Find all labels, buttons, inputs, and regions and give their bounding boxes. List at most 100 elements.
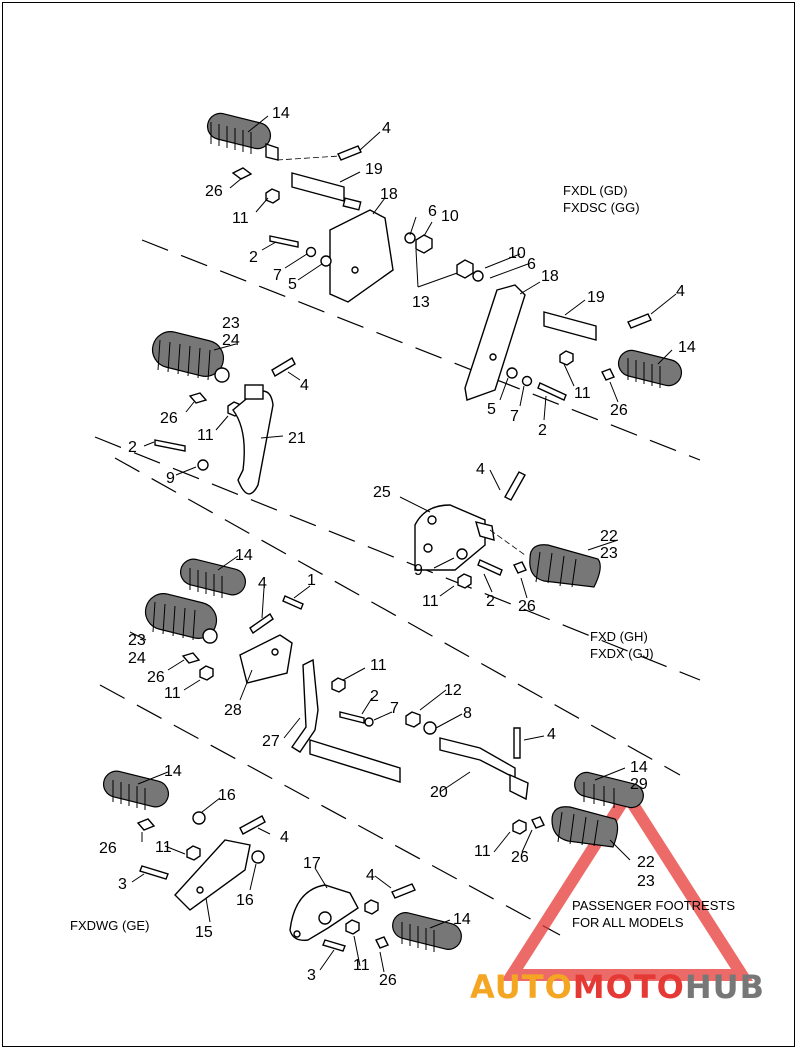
callout-2: 2 <box>486 593 495 610</box>
bracket-hole <box>271 648 279 656</box>
acorn-nut-10 <box>415 234 433 254</box>
callout-11: 11 <box>474 843 491 860</box>
footpeg-ribs <box>557 811 599 847</box>
washer-6 <box>404 232 416 244</box>
callout-24: 24 <box>128 650 146 667</box>
footpeg-ribs <box>401 922 435 952</box>
callout-14: 14 <box>630 759 648 776</box>
screw-1 <box>282 595 304 610</box>
bolt-4 <box>337 145 362 161</box>
bracket-15 <box>174 839 251 911</box>
bracket-hole <box>489 353 497 361</box>
callout-23: 23 <box>128 632 146 649</box>
callout-25: 25 <box>373 484 391 501</box>
spring-26 <box>181 652 201 664</box>
nut-12 <box>405 711 421 728</box>
bracket-28 <box>239 634 293 684</box>
callout-4: 4 <box>476 461 485 478</box>
callout-4: 4 <box>366 867 375 884</box>
callout-23: 23 <box>637 873 655 890</box>
watermark-auto: AUTO <box>470 968 573 1006</box>
callout-11: 11 <box>232 210 249 227</box>
callout-26: 26 <box>160 410 178 427</box>
callout-27: 27 <box>262 733 280 750</box>
callout-2: 2 <box>370 688 379 705</box>
callout-3: 3 <box>118 876 127 893</box>
callout-23: 23 <box>600 545 618 562</box>
locknut-11 <box>512 819 527 835</box>
watermark-triangle <box>501 783 753 981</box>
bolt-4 <box>239 815 266 835</box>
bolt-4 <box>271 357 296 377</box>
leader-13 <box>415 249 419 288</box>
callout-4: 4 <box>382 120 391 137</box>
callout-16: 16 <box>236 892 254 909</box>
callout-4: 4 <box>300 377 309 394</box>
bracket-hole <box>293 930 301 938</box>
footpeg-14 <box>102 770 170 808</box>
callout-26: 26 <box>511 849 529 866</box>
callout-10: 10 <box>508 245 526 262</box>
spring-26 <box>531 816 545 829</box>
callout-8: 8 <box>463 705 472 722</box>
section-divider <box>94 436 701 681</box>
washer-8 <box>423 721 437 735</box>
callout-26: 26 <box>147 669 165 686</box>
section-divider <box>141 239 701 461</box>
callout-14: 14 <box>453 911 471 928</box>
callout-11: 11 <box>574 385 591 402</box>
callout-9: 9 <box>414 562 423 579</box>
screw-2 <box>477 559 503 576</box>
section-divider <box>99 684 561 936</box>
callout-17: 17 <box>303 855 321 872</box>
spring-26 <box>188 392 208 404</box>
callout-6: 6 <box>428 203 437 220</box>
callout-22: 22 <box>600 528 618 545</box>
fxd-footrest-group <box>414 471 601 589</box>
footpeg-end <box>202 628 218 644</box>
callout-29: 29 <box>630 776 648 793</box>
footpeg-ribs <box>583 782 615 808</box>
callout-14: 14 <box>678 339 696 356</box>
model-label-fxdx: FXDX (GJ) <box>590 646 654 661</box>
callout-26: 26 <box>205 183 223 200</box>
callout-22: 22 <box>637 854 655 871</box>
callout-21: 21 <box>288 430 306 447</box>
callout-7: 7 <box>390 700 399 717</box>
bracket-27-shaft <box>309 739 401 783</box>
passenger-footrests-label-2: FOR ALL MODELS <box>572 915 684 930</box>
callout-2: 2 <box>128 439 137 456</box>
lockwasher-7 <box>305 246 317 258</box>
section-divider <box>114 457 681 776</box>
bracket-18 <box>464 284 526 401</box>
fxdl-right-footrest-group <box>456 259 683 401</box>
bolt-4 <box>627 313 652 329</box>
washer-5 <box>320 255 332 267</box>
leader-lines <box>129 115 677 973</box>
callout-4: 4 <box>676 283 685 300</box>
footpeg-ribs <box>535 551 577 588</box>
callout-11: 11 <box>197 427 214 444</box>
centerline <box>489 529 526 556</box>
callout-19: 19 <box>587 289 605 306</box>
spring-26 <box>231 167 253 180</box>
washer-9 <box>456 548 468 560</box>
fxdsc-footrest-group <box>151 331 296 495</box>
callout-2: 2 <box>249 249 258 266</box>
bracket-hole <box>351 266 359 274</box>
callout-26: 26 <box>518 598 536 615</box>
mount-21 <box>232 390 274 495</box>
callout-16: 16 <box>218 787 236 804</box>
callout-labels: 14 4 19 26 11 18 6 10 2 7 5 13 10 6 18 1… <box>99 105 696 989</box>
screw-3 <box>322 939 346 952</box>
callout-20: 20 <box>430 784 448 801</box>
callout-9: 9 <box>166 470 175 487</box>
screw-2 <box>154 439 186 452</box>
callout-26: 26 <box>99 840 117 857</box>
callout-14: 14 <box>235 547 253 564</box>
footpeg-14-29 <box>574 771 644 809</box>
callout-5: 5 <box>487 401 496 418</box>
watermark-hub: HUB <box>684 968 766 1006</box>
